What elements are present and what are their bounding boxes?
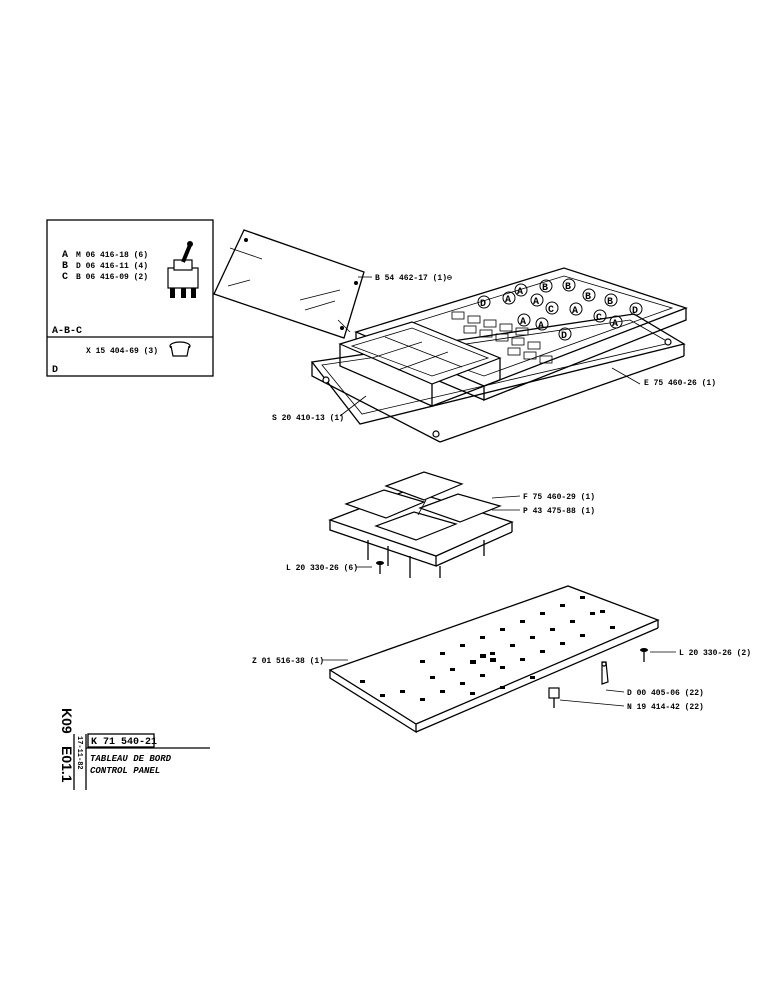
plate-f-callout: F 75 460-29 (1): [523, 493, 595, 502]
indicator-label: D: [632, 306, 638, 317]
drawing-date: 17-11-82: [75, 736, 83, 770]
board-callout: Z 01 516-38 (1): [252, 657, 324, 666]
screw-l2-callout: L 20 330-26 (2): [679, 649, 751, 658]
plug-icon: [169, 341, 191, 357]
indicator-row-1: A B B B B: [517, 282, 613, 308]
option-c-letter: C: [62, 272, 68, 283]
indicator-label: A: [612, 319, 618, 330]
indicator-label: D: [480, 299, 486, 310]
indicator-label: B: [607, 297, 613, 308]
panel-indicators: A B B B B D A A C A C D A A D A: [477, 278, 643, 342]
indicator-label: C: [596, 313, 602, 324]
circuit-board: [328, 585, 660, 734]
inset-frame: [46, 219, 214, 377]
socket-icon: [548, 687, 560, 708]
indicator-label: A: [533, 297, 539, 308]
variant-inset: A M 06 416-18 (6) B D 06 416-11 (4) C B …: [46, 219, 214, 377]
indicator-label: B: [565, 282, 571, 293]
indicator-label: A: [520, 317, 526, 328]
frame-callout: E 75 460-26 (1): [644, 379, 716, 388]
indicator-label: A: [538, 321, 544, 332]
indicator-label: D: [561, 331, 567, 342]
option-a-letter: A: [62, 250, 68, 261]
page-code: E01.1: [59, 746, 75, 783]
cover-sheet: [213, 229, 365, 339]
section-code: K09: [59, 708, 75, 734]
indicator-label: B: [542, 283, 548, 294]
keypad-button-grid: [451, 311, 553, 364]
option-b-letter: B: [62, 261, 68, 272]
cover-sheet-callout: B 54 462-17 (1)⊖: [375, 274, 452, 283]
title-english: CONTROL PANEL: [90, 766, 160, 776]
indicator-row-3: A A D A: [520, 317, 618, 342]
toggle-switch-icon: [167, 241, 199, 298]
relay-plate-assembly: [328, 471, 514, 578]
socket-n-callout: N 19 414-42 (22): [627, 703, 704, 712]
title-block: K09 E01.1 17-11-82 K 71 540-21 TABLEAU D…: [59, 708, 210, 790]
group-d-label: D: [52, 365, 58, 376]
control-panel-frame: [310, 267, 688, 443]
tray-callout: S 20 410-13 (1): [272, 414, 344, 423]
option-a-ref: M 06 416-18 (6): [76, 251, 148, 260]
title-french: TABLEAU DE BORD: [90, 754, 172, 764]
indicator-label: A: [517, 287, 523, 298]
indicator-label: A: [505, 295, 511, 306]
part-number: K 71 540-21: [91, 737, 157, 748]
contact-pin-icon: [601, 661, 609, 685]
indicator-label: C: [548, 305, 554, 316]
plate-p-callout: P 43 475-88 (1): [523, 507, 595, 516]
option-c-ref: B 06 416-09 (2): [76, 273, 148, 282]
indicator-label: A: [572, 306, 578, 317]
screw-l6-callout: L 20 330-26 (6): [286, 564, 358, 573]
contact-d-callout: D 00 405-06 (22): [627, 689, 704, 698]
part-d-ref: X 15 404-69 (3): [86, 347, 158, 356]
board-holes: [360, 596, 615, 701]
indicator-row-2: D A A C A C D: [480, 295, 638, 324]
group-abc-label: A-B-C: [52, 326, 82, 337]
option-b-ref: D 06 416-11 (4): [76, 262, 148, 271]
indicator-label: B: [585, 292, 591, 303]
screw-icon: [640, 648, 648, 662]
screw-icon: [376, 561, 384, 574]
